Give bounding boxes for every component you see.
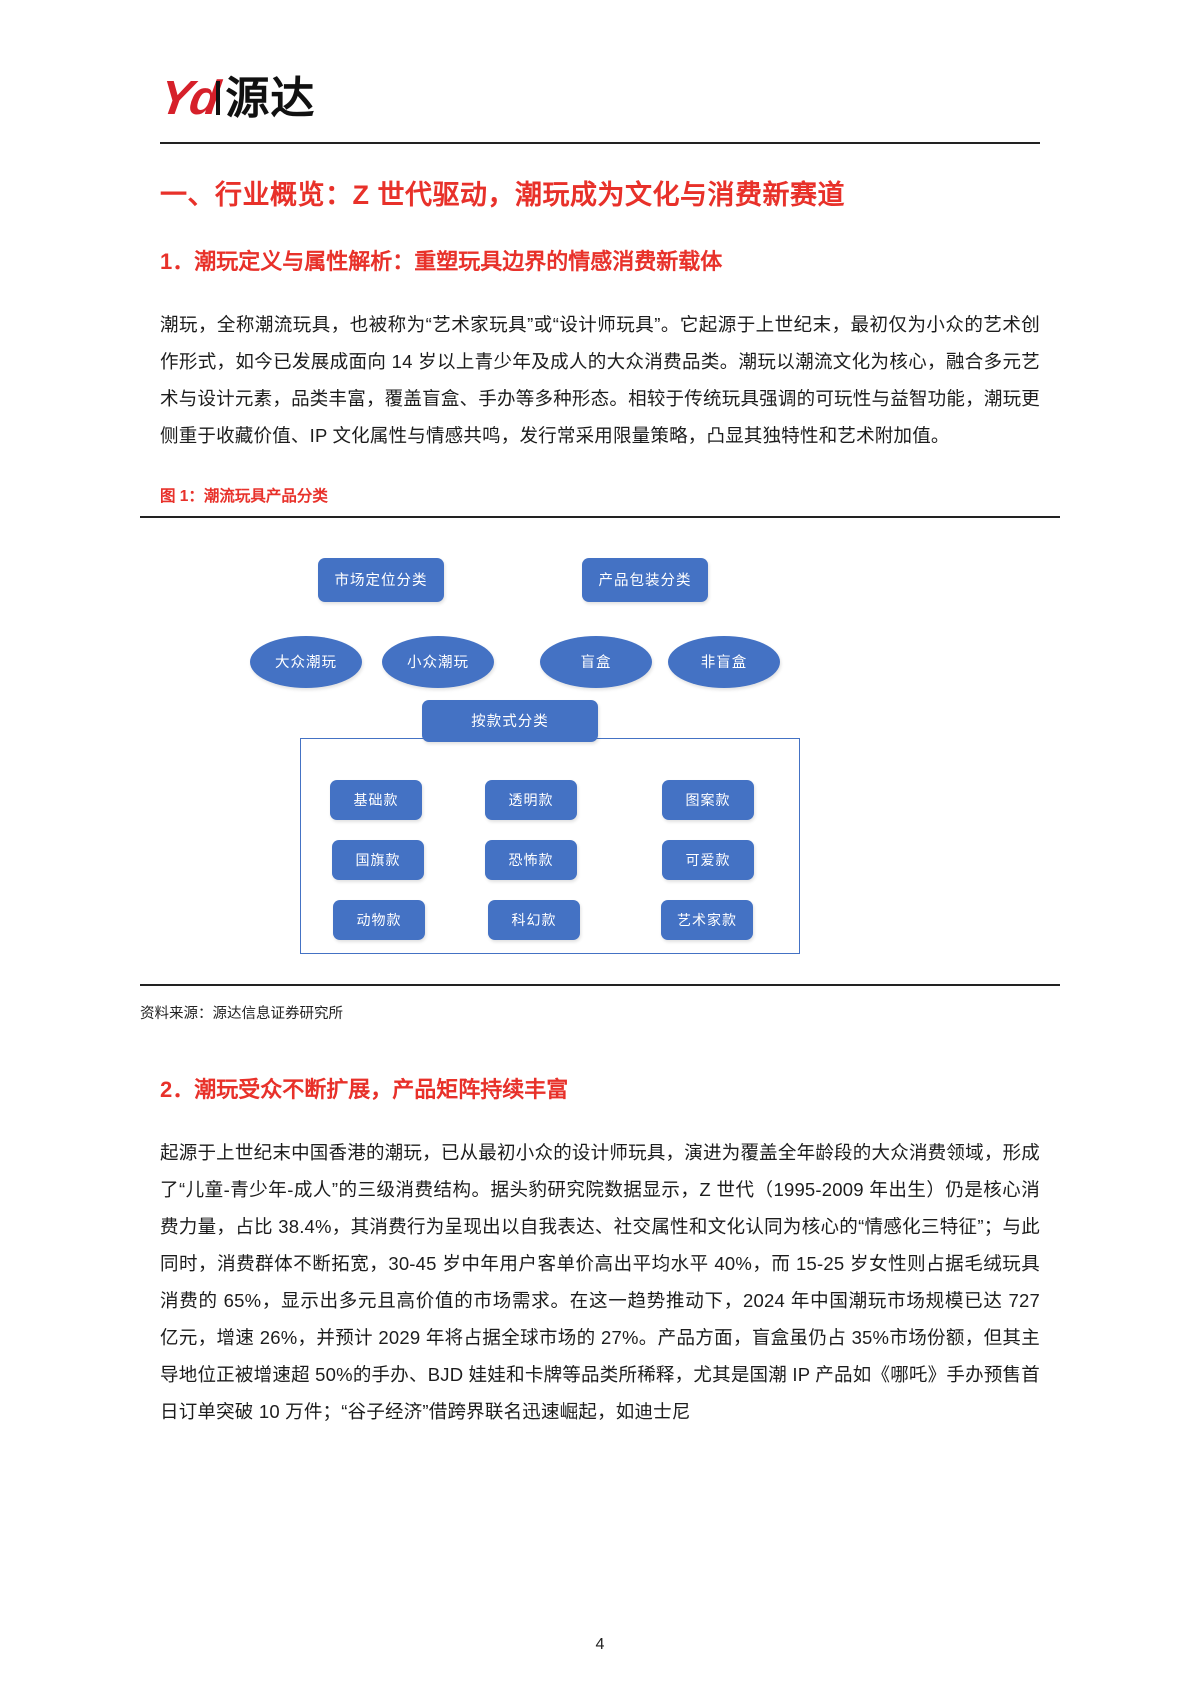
page-number: 4 — [595, 1636, 605, 1653]
logo-mark-icon: Yd — [156, 72, 222, 125]
page-header: Yd 源达 — [0, 0, 1200, 128]
diagram-cell-scifi: 科幻款 — [488, 899, 580, 940]
section-heading-1: 一、行业概览：Z 世代驱动，潮玩成为文化与消费新赛道 — [160, 180, 845, 210]
diagram-cell-animal: 动物款 — [333, 899, 425, 940]
diagram-cell-pattern: 图案款 — [662, 779, 754, 820]
node-label: 科幻款 — [511, 911, 557, 928]
diagram-node-market-positioning: 市场定位分类 — [318, 557, 444, 602]
node-label: 盲盒 — [580, 655, 612, 672]
diagram-cell-transparent: 透明款 — [485, 779, 577, 820]
diagram-cell-horror: 恐怖款 — [485, 839, 577, 880]
figure-container: 市场定位分类 产品包装分类 大众潮玩 小众潮玩 盲盒 非盲盒 按款式分类 — [140, 515, 1060, 986]
figure-source: 资料来源：源达信息证券研究所 — [140, 1005, 343, 1022]
header-divider — [160, 142, 1040, 144]
node-label: 图案款 — [685, 791, 731, 808]
node-label: 小众潮玩 — [407, 655, 469, 672]
subsection-heading-1: 1．潮玩定义与属性解析：重塑玩具边界的情感消费新载体 — [160, 249, 723, 275]
diagram-node-blind-box: 盲盒 — [540, 635, 652, 688]
figure-caption: 图 1：潮流玩具产品分类 — [160, 487, 328, 505]
paragraph-2: 起源于上世纪末中国香港的潮玩，已从最初小众的设计师玩具，演进为覆盖全年龄段的大众… — [160, 1141, 1040, 1422]
brand-logo: Yd 源达 — [156, 70, 1040, 128]
logo-wordmark: 源达 — [216, 74, 316, 123]
node-label: 产品包装分类 — [598, 573, 692, 590]
diagram-node-non-blind-box: 非盲盒 — [668, 635, 780, 688]
paragraph-1: 潮玩，全称潮流玩具，也被称为“艺术家玩具”或“设计师玩具”。它起源于上世纪末，最… — [160, 313, 1040, 446]
diagram-node-niche-market: 小众潮玩 — [382, 635, 494, 688]
product-classification-diagram: 市场定位分类 产品包装分类 大众潮玩 小众潮玩 盲盒 非盲盒 按款式分类 — [140, 552, 1060, 972]
node-label: 按款式分类 — [471, 714, 549, 731]
node-label: 国旗款 — [355, 851, 401, 868]
node-label: 艺术家款 — [677, 911, 737, 928]
diagram-cell-flag: 国旗款 — [332, 839, 424, 880]
diagram-node-product-packaging: 产品包装分类 — [582, 557, 708, 602]
node-label: 非盲盒 — [700, 655, 748, 672]
node-label: 透明款 — [508, 791, 554, 808]
diagram-node-mass-market: 大众潮玩 — [250, 635, 362, 688]
node-label: 市场定位分类 — [334, 573, 428, 590]
diagram-cell-artist: 艺术家款 — [661, 899, 753, 940]
logo-mark-text: Yd — [155, 72, 222, 125]
diagram-cell-basic: 基础款 — [330, 779, 422, 820]
node-label: 动物款 — [356, 911, 402, 928]
subsection-heading-2: 2．潮玩受众不断扩展，产品矩阵持续丰富 — [160, 1076, 569, 1102]
node-label: 大众潮玩 — [275, 655, 337, 672]
node-label: 恐怖款 — [508, 851, 554, 868]
node-label: 可爱款 — [685, 851, 731, 868]
diagram-node-style-classification: 按款式分类 — [422, 699, 598, 742]
node-label: 基础款 — [353, 791, 399, 808]
diagram-cell-cute: 可爱款 — [662, 839, 754, 880]
